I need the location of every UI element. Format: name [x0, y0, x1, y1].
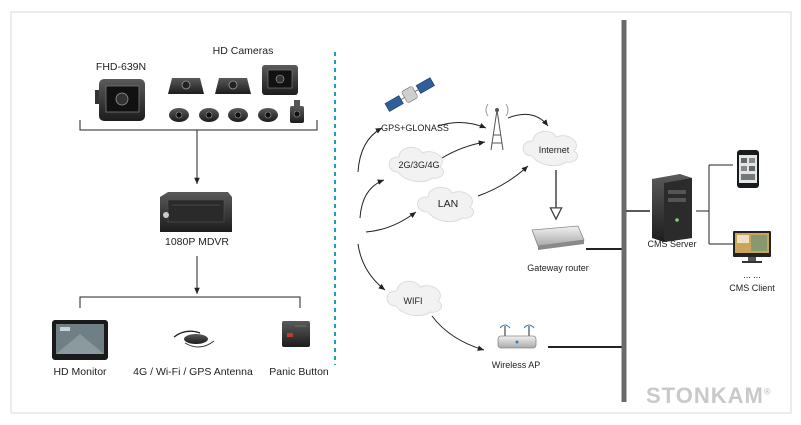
hd-monitor-icon [52, 320, 108, 360]
brand-logo: STONKAM® [646, 383, 771, 409]
cell-tower-icon [485, 103, 509, 151]
cms-client-label: CMS Client [729, 283, 775, 293]
cellular-label: 2G/3G/4G [398, 160, 440, 170]
panic-button-label: Panic Button [269, 366, 329, 378]
brand-registered-mark: ® [763, 386, 772, 397]
bracket-camera-icon [290, 100, 304, 123]
arrow-wifi-to-ap [431, 315, 485, 351]
hd-cameras-label: HD Cameras [212, 45, 274, 57]
antenna-icon [173, 330, 215, 348]
wireless-ap-label: Wireless AP [491, 360, 541, 370]
arrow-to-wifi [357, 243, 386, 291]
hd-monitor-label: HD Monitor [53, 366, 107, 378]
arrow-tower-to-internet [507, 113, 549, 127]
arrow-to-lan [365, 211, 417, 233]
cms-server-label: CMS Server [647, 239, 697, 249]
brand-name: STONKAM [646, 383, 764, 408]
mdvr-label: 1080P MDVR [164, 236, 230, 248]
client-monitor-icon [733, 231, 771, 263]
wireless-ap-icon [497, 324, 537, 349]
mdvr-icon [160, 192, 232, 232]
lan-label: LAN [437, 198, 459, 210]
peripheral-bracket [79, 296, 301, 308]
hd-camera-icon [262, 65, 298, 95]
antenna-label: 4G / Wi-Fi / GPS Antenna [133, 366, 253, 378]
arrow-lan-to-internet [477, 165, 529, 197]
client-ellipsis: ... ... [743, 270, 761, 280]
dome-camera-icon [199, 108, 219, 122]
arrow-to-gps [357, 127, 383, 173]
gateway-router-label: Gateway router [527, 263, 589, 273]
cloud-lan [417, 186, 474, 223]
arrow-gps-to-tower [437, 122, 487, 129]
gps-label: GPS+GLONASS [381, 123, 449, 133]
dome-camera-icon [228, 108, 248, 122]
arrow-to-cellular [359, 179, 385, 219]
cloud-cellular [388, 146, 444, 183]
arrow-cellular-to-tower [441, 140, 486, 159]
hd-camera-icon [168, 78, 204, 94]
cloud-wifi [386, 280, 442, 317]
smartphone-icon [737, 150, 759, 188]
hd-camera-icon [215, 78, 251, 94]
dome-camera-icon [169, 108, 189, 122]
wifi-label: WIFI [403, 296, 423, 306]
satellite-icon [384, 77, 435, 112]
camera-group-bracket [79, 120, 318, 131]
panic-button-icon [282, 321, 310, 347]
dome-camera-icon [258, 108, 278, 122]
router-icon [531, 225, 585, 250]
fhd-camera-icon [95, 79, 145, 121]
fhd-camera-label: FHD-639N [95, 61, 147, 73]
outer-frame [10, 11, 792, 414]
server-to-clients-line [696, 164, 733, 245]
cloud-internet [522, 130, 578, 167]
cms-server-icon [652, 174, 692, 242]
internet-label: Internet [538, 145, 570, 155]
